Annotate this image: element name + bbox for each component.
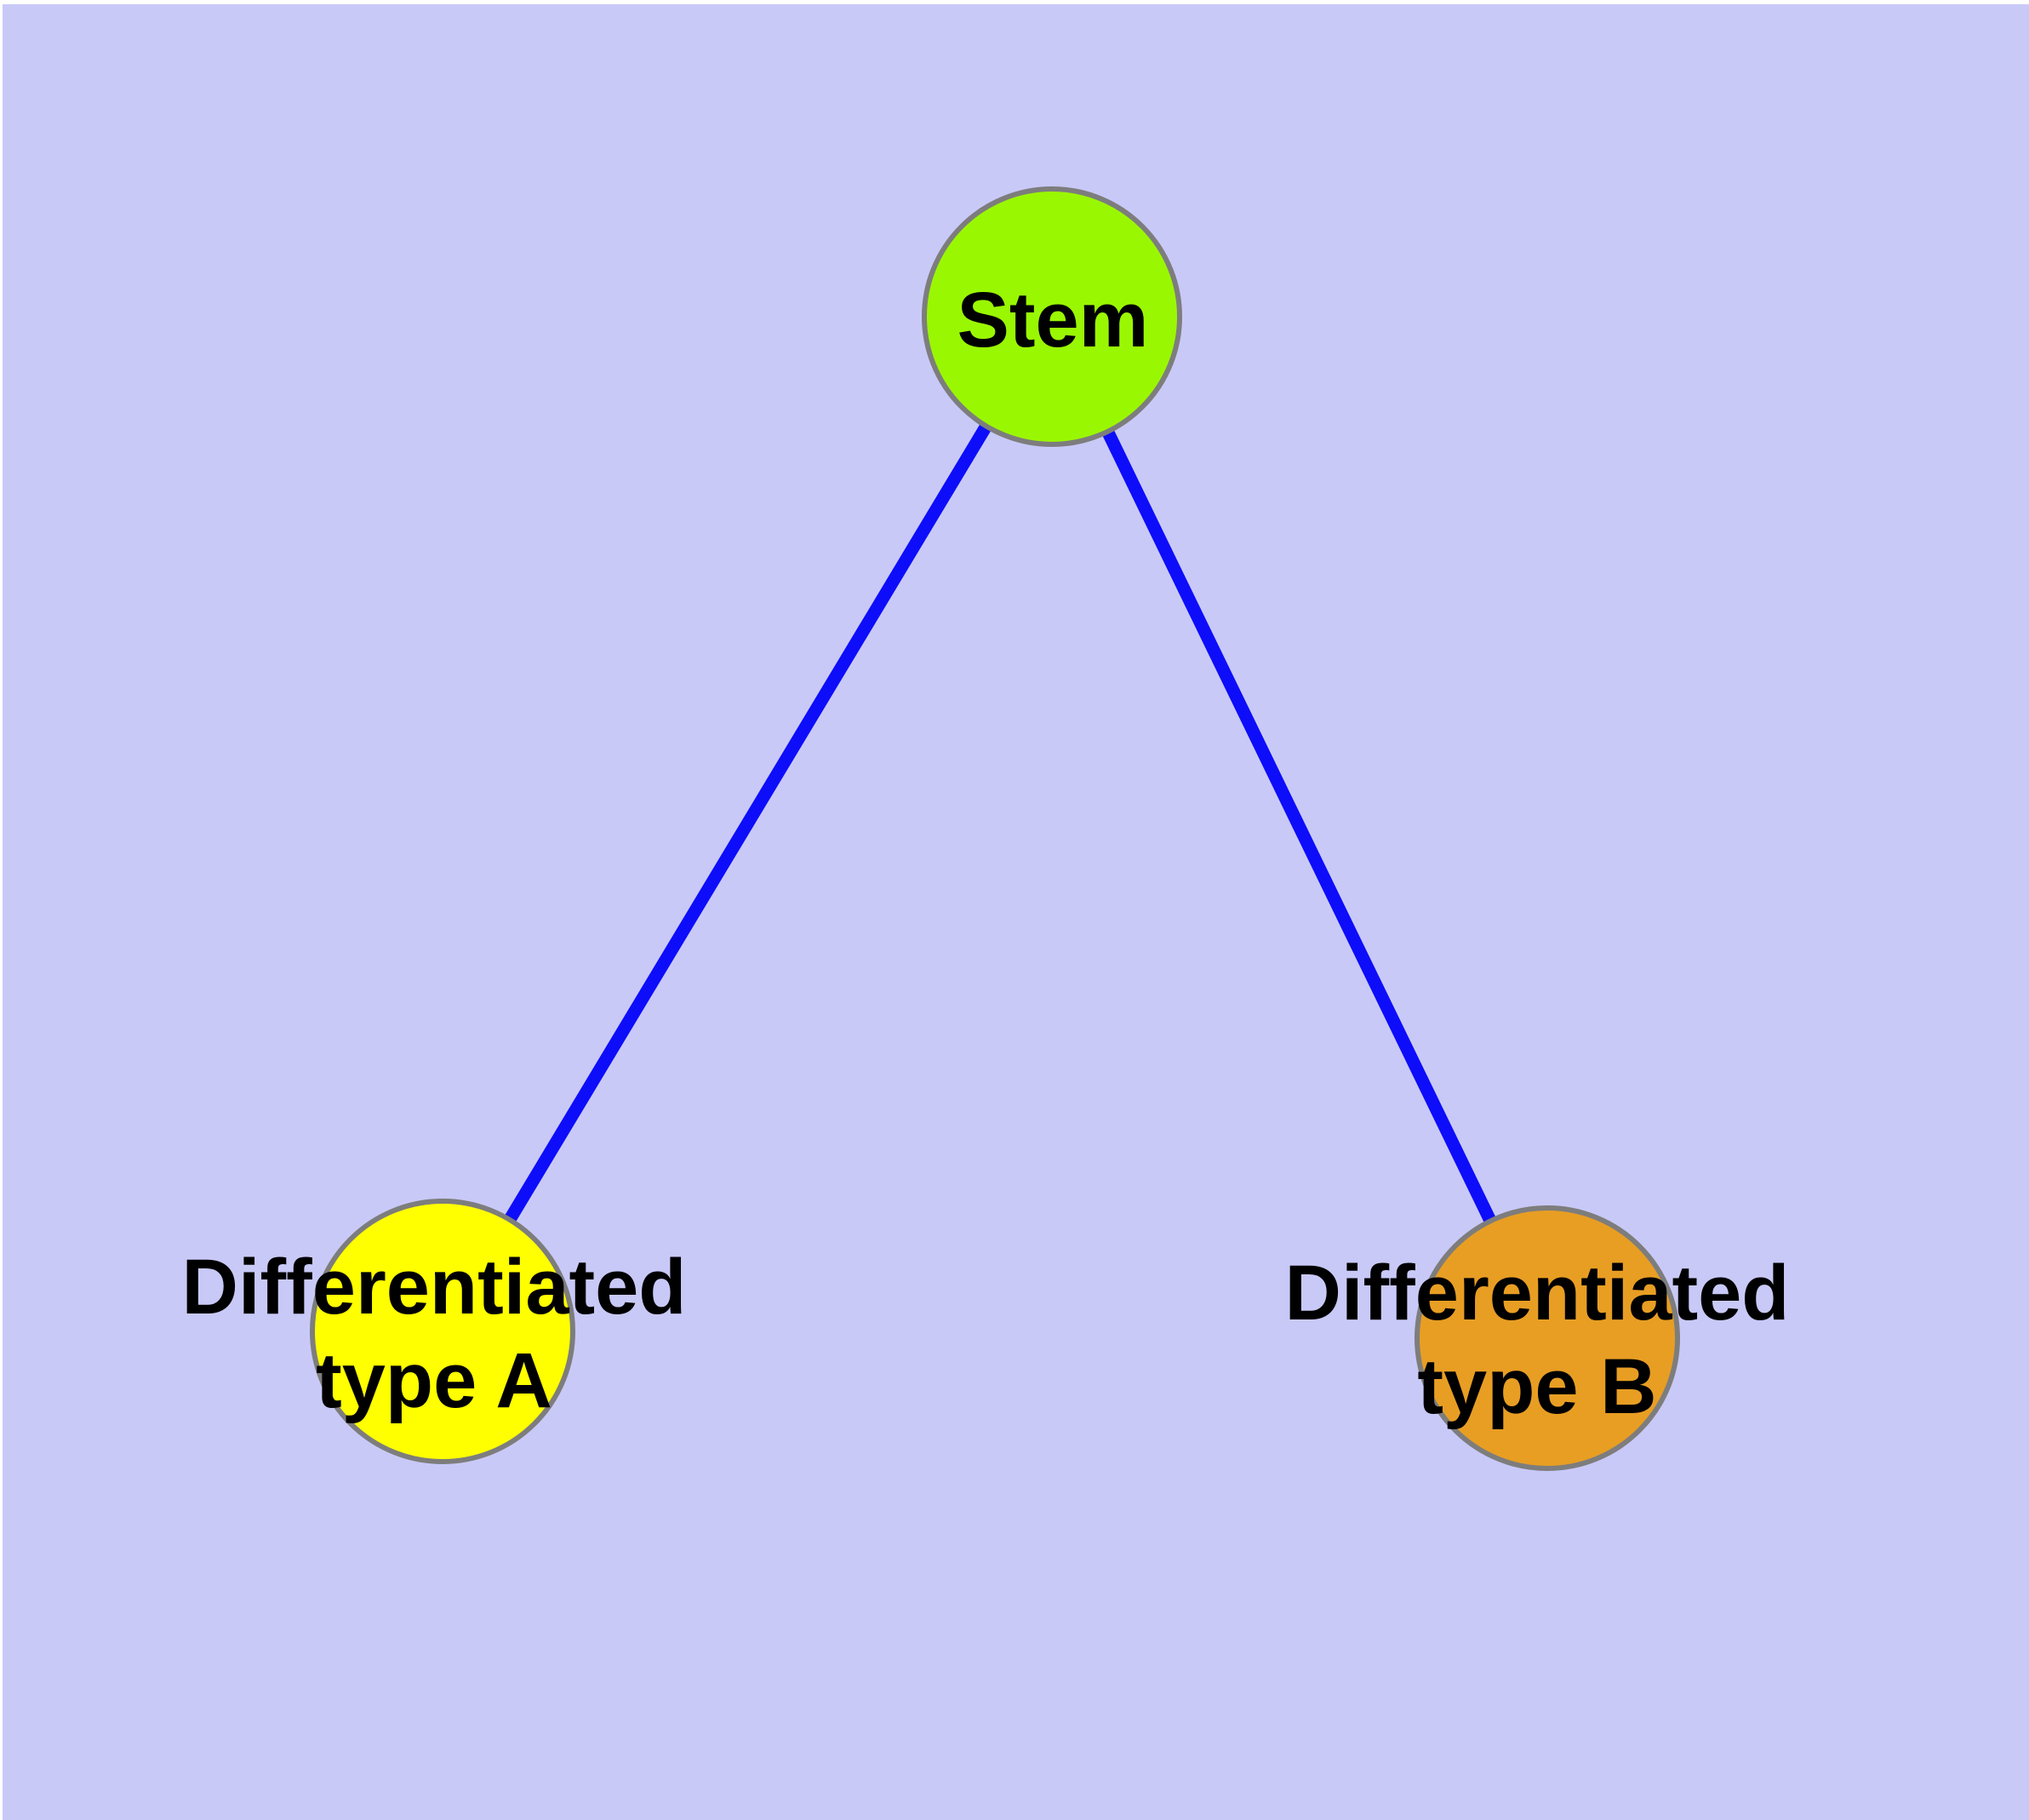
edge-stem-to-differentiated-type-b [1046,313,1553,1342]
node-label-line: Differentiated [1284,1250,1790,1336]
node-label-line: type B [1417,1343,1657,1430]
edge-stem-to-differentiated-type-a [437,313,1058,1335]
node-differentiated-type-b [1415,1205,1680,1471]
node-label-line: type A [316,1337,552,1424]
node-label-stem: Stem [957,273,1149,367]
node-differentiated-type-a [310,1199,575,1464]
node-stem [922,186,1182,447]
graph-svg [310,186,1680,1471]
node-label-line: Differentiated [181,1244,687,1331]
node-label-line: Stem [957,277,1149,363]
